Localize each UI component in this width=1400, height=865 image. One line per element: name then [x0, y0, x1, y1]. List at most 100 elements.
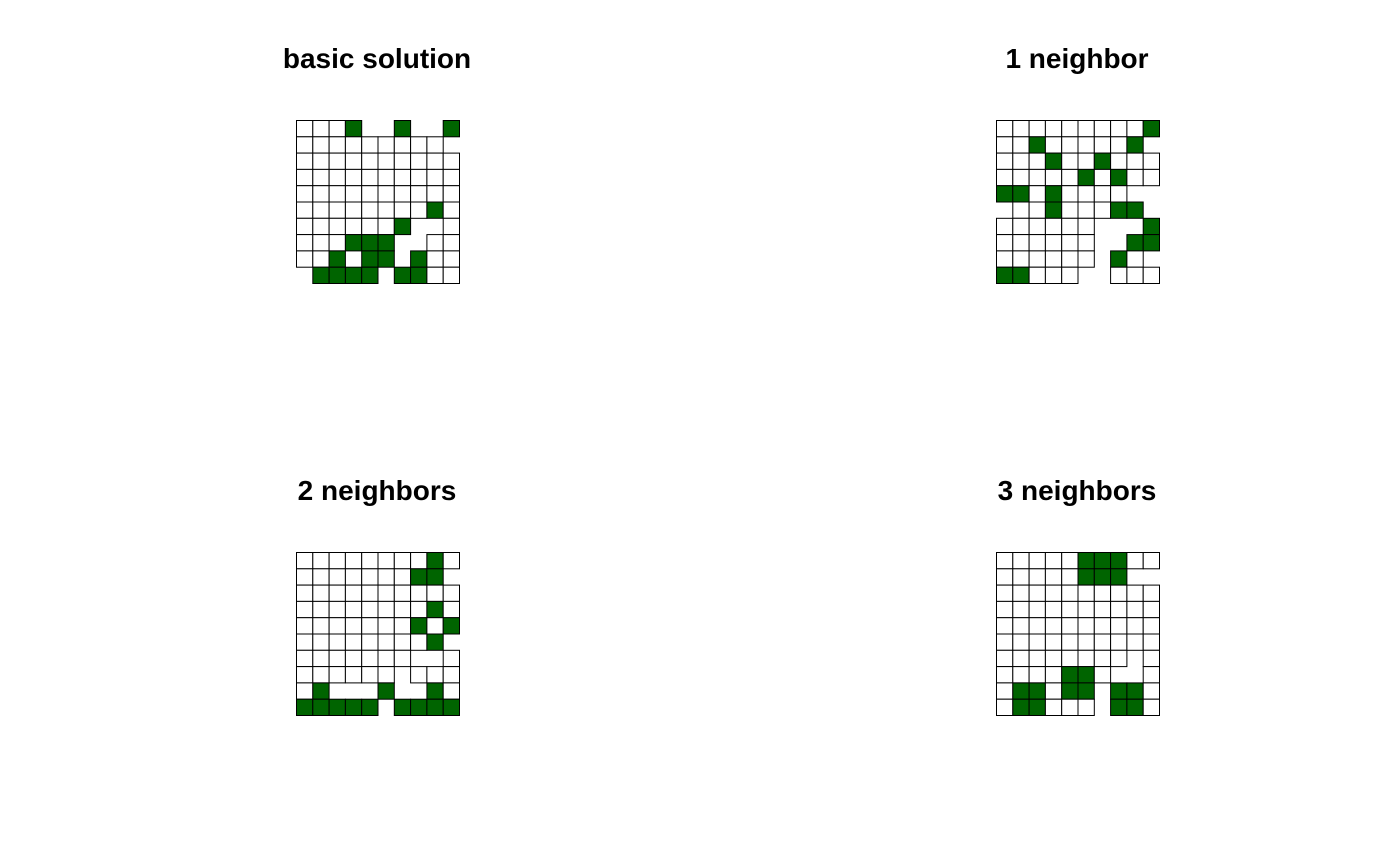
grid-cell	[344, 217, 363, 236]
plot-panel: basic solution	[227, 42, 527, 284]
grid-cell	[344, 666, 363, 684]
grid-cell-selected	[377, 250, 395, 268]
grid-cell	[1142, 633, 1160, 651]
grid-cell	[996, 666, 1014, 684]
grid-cell-selected	[361, 234, 379, 252]
grid-cell-selected	[1044, 185, 1063, 203]
grid-cell	[410, 168, 428, 187]
grid-cell	[361, 649, 379, 668]
grid-cell	[410, 600, 428, 619]
grid-cell-selected	[426, 633, 444, 651]
grid-cell	[996, 617, 1014, 635]
grid-cell	[296, 649, 314, 668]
grid-cell	[328, 568, 346, 586]
grid-cell	[312, 617, 330, 635]
grid-cell	[296, 552, 314, 570]
grid-cell	[1012, 649, 1030, 668]
grid-cell	[312, 633, 330, 651]
grid-cell-selected	[393, 266, 412, 284]
grid-cell	[1110, 649, 1128, 668]
grid-cell	[1093, 201, 1112, 219]
grid-cell	[996, 649, 1014, 668]
grid-cell	[393, 201, 412, 219]
grid-cell-selected	[328, 698, 346, 716]
grid-cell	[344, 568, 363, 586]
grid-cell-selected	[1077, 682, 1095, 700]
grid-cell	[1142, 552, 1160, 570]
grid-cell	[1061, 136, 1079, 154]
grid-cell	[1142, 649, 1160, 668]
grid-cell	[1110, 600, 1128, 619]
grid-cell	[393, 552, 412, 570]
grid-cell	[1044, 633, 1063, 651]
grid-cell	[442, 250, 460, 268]
grid-cell-selected	[426, 698, 444, 716]
grid-cell	[1093, 584, 1112, 602]
grid-cell	[328, 584, 346, 602]
grid-cell	[296, 168, 314, 187]
grid-cell	[1077, 649, 1095, 668]
grid-cell	[377, 201, 395, 219]
grid-cell	[361, 584, 379, 602]
grid-cell	[344, 201, 363, 219]
grid-cell	[296, 250, 314, 268]
grid-cell	[1126, 168, 1144, 187]
grid-cell	[361, 217, 379, 236]
grid-cell	[1110, 120, 1128, 138]
grid-cell	[996, 600, 1014, 619]
grid-cell	[328, 633, 346, 651]
grid-cell	[442, 201, 460, 219]
grid-cell	[377, 584, 395, 602]
grid-cell	[361, 152, 379, 170]
grid-cell	[328, 152, 346, 170]
grid-cell	[393, 136, 412, 154]
grid-cell	[442, 217, 460, 236]
grid-cell	[426, 152, 444, 170]
grid-cell-selected	[1110, 552, 1128, 570]
grid-cell	[312, 217, 330, 236]
grid-cell	[1044, 552, 1063, 570]
grid-cell-selected	[328, 250, 346, 268]
grid-cell	[1028, 152, 1046, 170]
grid-cell-selected	[1012, 698, 1030, 716]
grid-cell	[1126, 600, 1144, 619]
grid-cell	[377, 168, 395, 187]
grid-cell-selected	[426, 682, 444, 700]
grid-cell	[410, 201, 428, 219]
grid-cell	[1061, 617, 1079, 635]
grid-cell-selected	[1110, 698, 1128, 716]
grid-cell-selected	[1110, 682, 1128, 700]
grid-cell	[1061, 633, 1079, 651]
grid-cell	[377, 649, 395, 668]
grid-cell	[442, 168, 460, 187]
grid-cell	[1126, 120, 1144, 138]
grid-cell	[442, 266, 460, 284]
grid-cell-selected	[1126, 201, 1144, 219]
grid-cell	[1028, 617, 1046, 635]
grid-cell-selected	[1110, 250, 1128, 268]
plot-title: 1 neighbor	[1005, 43, 1149, 74]
grid-cell-selected	[442, 617, 460, 635]
grid-cell-selected	[1142, 217, 1160, 236]
grid-cell	[1044, 600, 1063, 619]
grid-cell	[1093, 168, 1112, 187]
grid-cell	[1044, 698, 1063, 716]
grid-cell	[312, 201, 330, 219]
grid-cell	[1028, 266, 1046, 284]
grid-cell-selected	[1012, 682, 1030, 700]
grid-cell	[296, 600, 314, 619]
grid-cell-selected	[410, 698, 428, 716]
grid-cell	[1028, 185, 1046, 203]
grid-cell	[1012, 633, 1030, 651]
grid-cell-selected	[344, 120, 363, 138]
grid-cell	[312, 234, 330, 252]
grid-cell	[296, 682, 314, 700]
grid-cell	[1012, 152, 1030, 170]
grid-cell	[312, 649, 330, 668]
grid-cell	[1093, 185, 1112, 203]
grid-cell	[1077, 250, 1095, 268]
grid-cell	[393, 633, 412, 651]
grid-cell	[328, 234, 346, 252]
grid-cell-selected	[1126, 698, 1144, 716]
grid-cell	[1012, 168, 1030, 187]
